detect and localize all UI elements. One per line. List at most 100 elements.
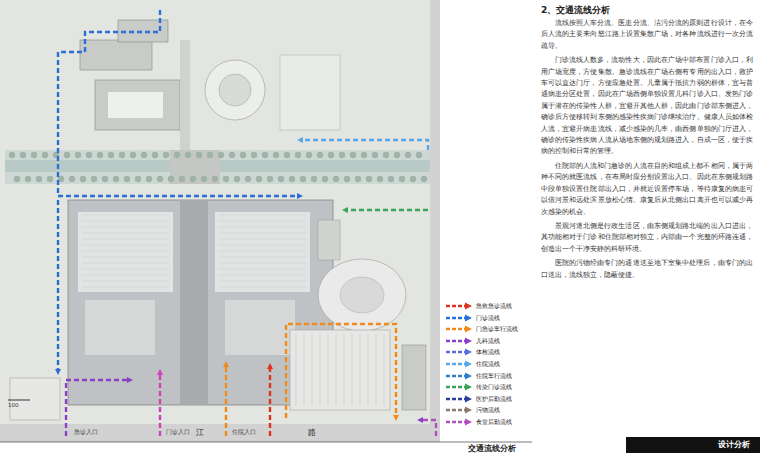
tree xyxy=(75,152,81,158)
tree-row xyxy=(9,152,427,182)
legend-label: 门诊流线 xyxy=(476,313,500,322)
roof-line xyxy=(219,233,306,234)
vehicle-flow xyxy=(286,324,396,418)
tree xyxy=(377,176,383,182)
section-title: 2、交通流线分析 xyxy=(541,4,610,17)
legend-swatch xyxy=(446,340,466,342)
north-axis xyxy=(180,40,190,150)
tree xyxy=(416,152,422,158)
legend-sample xyxy=(445,348,473,356)
legend-label: 住院车行流线 xyxy=(476,371,512,380)
outpatient-flow xyxy=(57,200,59,372)
legend-sample xyxy=(445,372,473,380)
roof-line xyxy=(82,233,169,234)
legend-label: 食堂后勤流线 xyxy=(476,417,512,426)
legend-arrow xyxy=(465,314,472,321)
tree xyxy=(399,176,405,182)
parking-line xyxy=(312,334,313,406)
legend-label: 住院流线 xyxy=(476,359,500,368)
tree xyxy=(278,176,284,182)
bridge xyxy=(170,150,220,184)
legend-arrow xyxy=(465,372,472,379)
tree xyxy=(130,152,136,158)
tree xyxy=(108,152,114,158)
roof-line xyxy=(219,245,306,246)
tree xyxy=(146,176,152,182)
legend-sample xyxy=(445,406,473,414)
legend-arrow xyxy=(465,361,472,368)
legend-sample xyxy=(445,325,473,333)
tree xyxy=(273,152,279,158)
tree xyxy=(69,176,75,182)
parking-line xyxy=(344,334,345,406)
site-plan xyxy=(0,0,540,472)
roof-line xyxy=(82,263,169,264)
parking-line xyxy=(360,334,361,406)
tree xyxy=(179,176,185,182)
tree xyxy=(262,152,268,158)
tree xyxy=(207,152,213,158)
tree xyxy=(344,176,350,182)
inpatient-flow xyxy=(300,140,428,150)
tree xyxy=(31,152,37,158)
tree xyxy=(355,176,361,182)
legend-sample xyxy=(445,302,473,310)
roof-line xyxy=(82,239,169,240)
legend-arrow xyxy=(465,349,472,356)
tree xyxy=(300,176,306,182)
tree xyxy=(168,176,174,182)
legend-label: 儿科流线 xyxy=(476,336,500,345)
tree xyxy=(306,152,312,158)
tree xyxy=(91,176,97,182)
garden-core xyxy=(340,277,384,313)
legend-arrow xyxy=(465,407,472,414)
legend-swatch xyxy=(446,398,466,400)
tree xyxy=(174,152,180,158)
round-plaza xyxy=(205,60,265,120)
courtyard xyxy=(108,92,163,118)
legend-label: 门急诊车行流线 xyxy=(476,324,518,333)
tree xyxy=(251,152,257,158)
tree xyxy=(295,152,301,158)
legend-sample xyxy=(445,337,473,345)
legend-swatch xyxy=(446,328,466,330)
ward-block xyxy=(215,212,310,292)
roof-line xyxy=(82,221,169,222)
legend-swatch xyxy=(446,363,466,365)
roof-line xyxy=(82,245,169,246)
tree xyxy=(245,176,251,182)
parking-line xyxy=(384,334,385,406)
legend-label: 医护后勤流线 xyxy=(476,394,512,403)
tree xyxy=(218,152,224,158)
legend-arrow xyxy=(465,419,472,426)
legend-arrow xyxy=(465,326,472,333)
body-paragraph: 流线按照人车分流、医患分流、洁污分流的原则进行设计，在今后人流的主要来向怒江路上… xyxy=(541,18,753,52)
tree xyxy=(328,152,334,158)
admin-building xyxy=(80,40,152,70)
pediatric-flow xyxy=(66,380,130,436)
legend-arrow xyxy=(465,395,472,402)
road-name: 江 xyxy=(196,427,204,438)
plan-caption: 交通流线分析 xyxy=(468,444,516,454)
roof-line xyxy=(219,263,306,264)
vehicle-flow xyxy=(225,364,227,436)
logistics-building xyxy=(402,345,426,410)
tree xyxy=(201,176,207,182)
roof-line xyxy=(219,221,306,222)
parking-line xyxy=(352,334,353,406)
roof-line xyxy=(219,269,306,270)
legend-label: 传染门诊流线 xyxy=(476,382,512,391)
section-band: 设计分析 xyxy=(626,437,760,453)
tree xyxy=(102,176,108,182)
entrance-label: 住院入口 xyxy=(232,429,256,436)
flow-lines xyxy=(58,10,436,436)
tree xyxy=(350,152,356,158)
tree xyxy=(14,176,20,182)
scale-bar xyxy=(8,400,30,401)
roof-line xyxy=(219,239,306,240)
tree xyxy=(311,176,317,182)
roof-line xyxy=(82,227,169,228)
parking xyxy=(10,378,60,420)
site-ground xyxy=(0,0,440,424)
legend-sample xyxy=(445,383,473,391)
